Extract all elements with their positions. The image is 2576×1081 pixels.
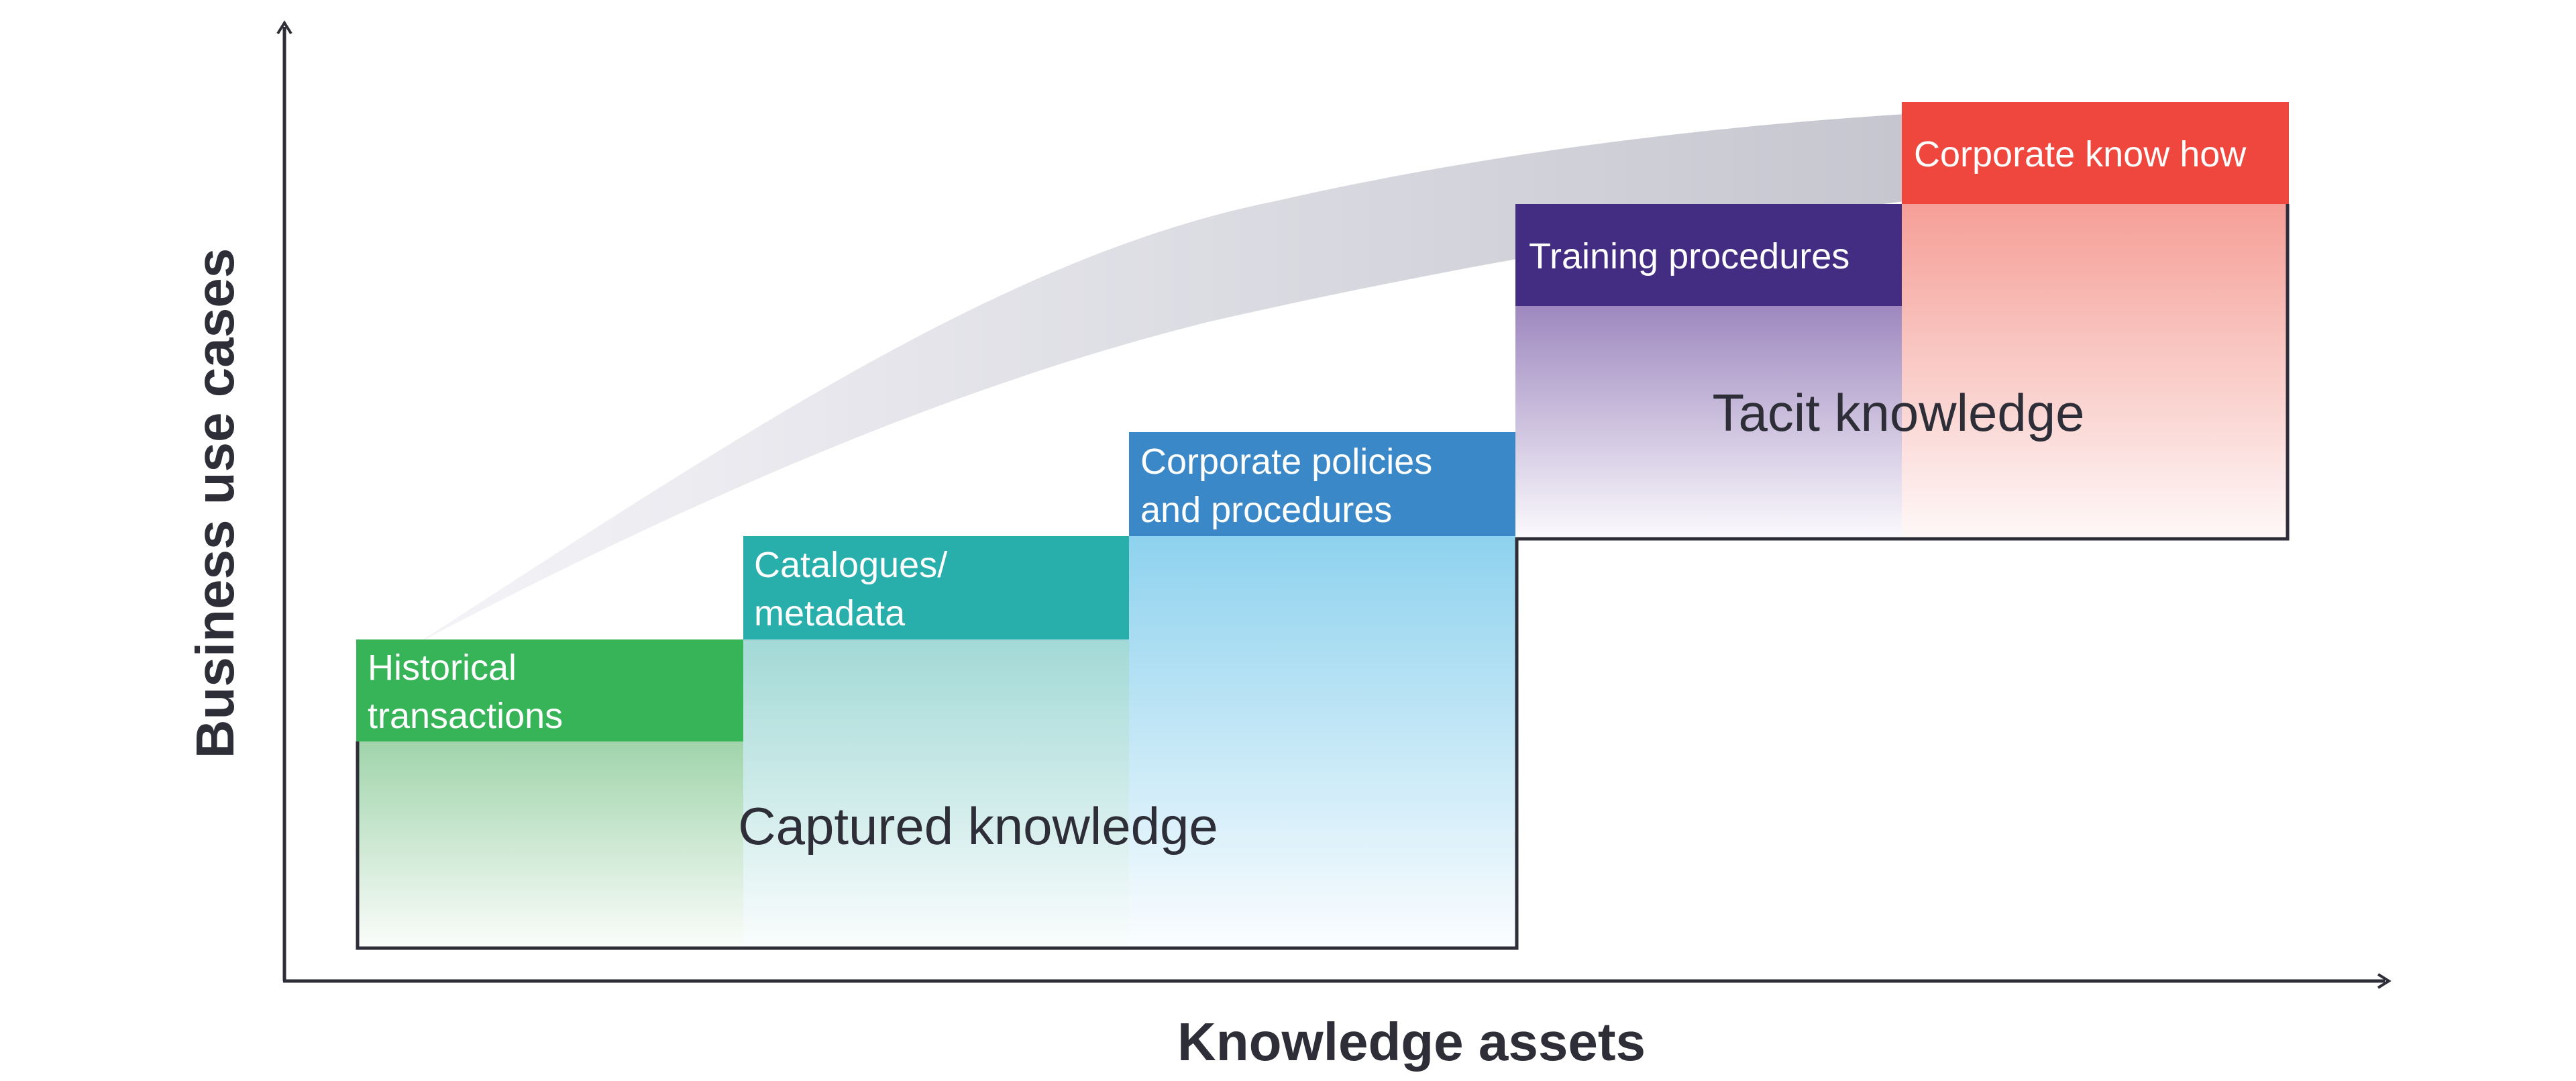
y-axis-arrow-icon (276, 20, 292, 35)
historical-block (356, 639, 743, 741)
historical-label-1: Historical (368, 648, 517, 688)
training-label: Training procedures (1529, 236, 1849, 276)
knowhow-fill (1902, 204, 2289, 539)
catalogues-label-1: Catalogues/ (754, 545, 947, 585)
knowhow-block (1902, 102, 2289, 204)
catalogues-fill (743, 639, 1129, 948)
training-fill (1515, 306, 1902, 539)
y-axis-label: Business use cases (185, 248, 245, 758)
policies-fill (1129, 536, 1515, 948)
catalogues-label-2: metadata (754, 593, 906, 633)
x-axis-arrow-icon (2377, 973, 2392, 989)
x-axis-label: Knowledge assets (1177, 1012, 1646, 1072)
historical-label-2: transactions (368, 696, 563, 736)
knowhow-label: Corporate know how (1914, 134, 2247, 174)
policies-label-1: Corporate policies (1140, 442, 1432, 482)
historical-fill (356, 741, 743, 948)
catalogues-block (743, 536, 1129, 639)
captured-knowledge-label: Captured knowledge (738, 796, 1218, 856)
policies-label-2: and procedures (1140, 490, 1392, 530)
training-block (1515, 204, 1902, 306)
policies-block (1129, 432, 1515, 536)
captured-outline (356, 204, 2290, 950)
tacit-knowledge-label: Tacit knowledge (1713, 383, 2085, 442)
